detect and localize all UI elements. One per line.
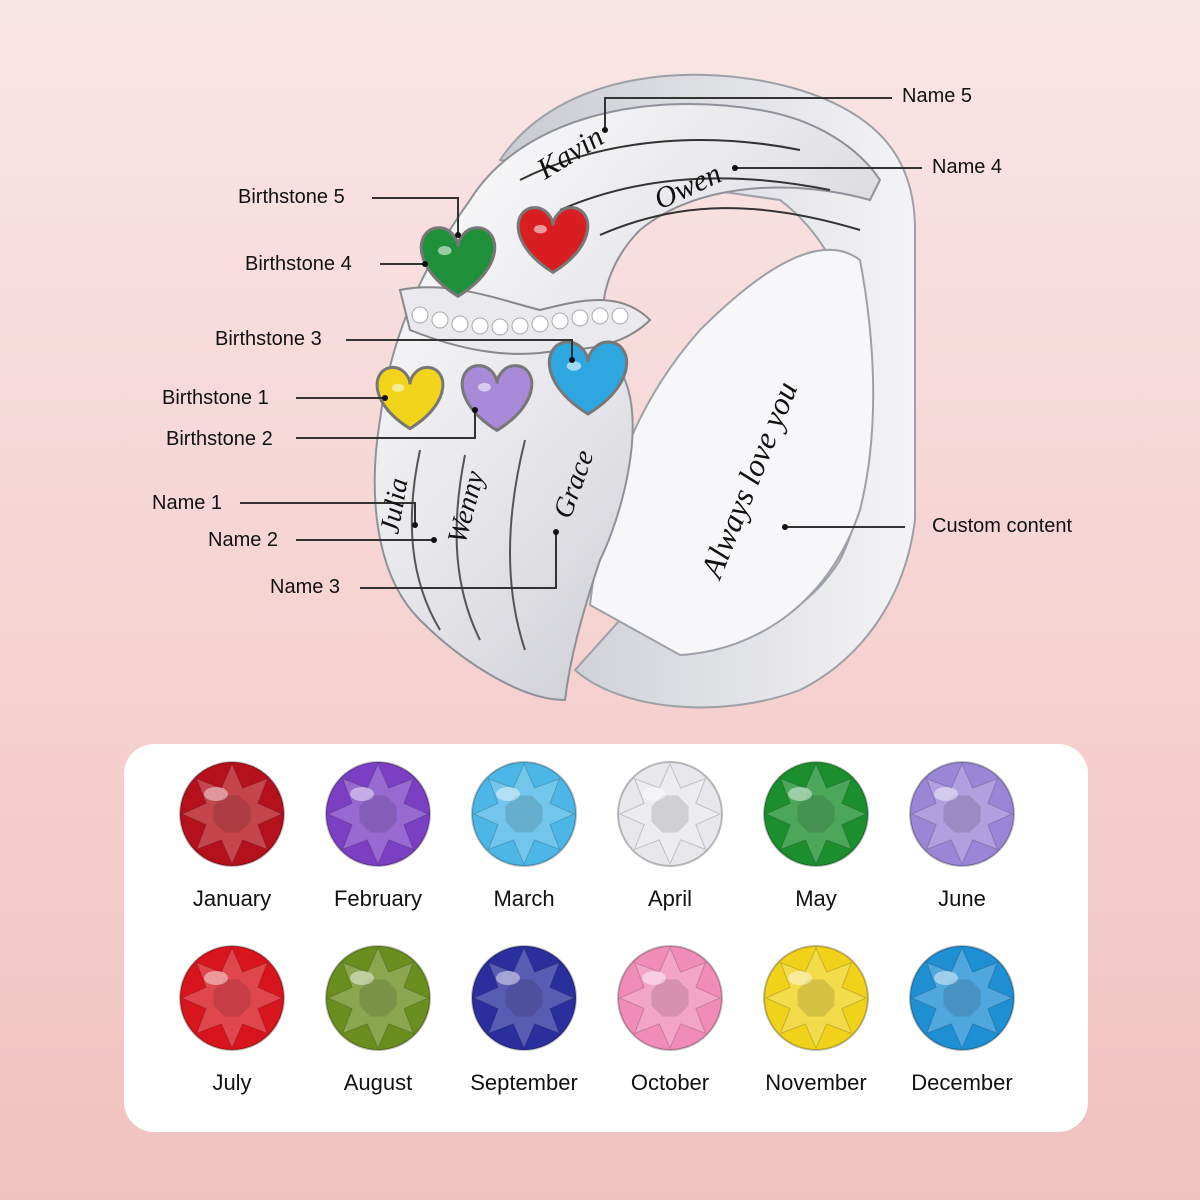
heart-stone-birthstone1-highlight — [391, 383, 405, 392]
birthstone-july: July — [162, 944, 302, 1096]
leader-lines — [240, 97, 922, 589]
callout-name2: Name 2 — [208, 529, 279, 551]
month-label: August — [343, 1070, 413, 1095]
birthstone-february: February — [308, 760, 448, 912]
heart-stone-birthstone1 — [375, 365, 445, 431]
callout-name5: Name 5 — [902, 85, 973, 107]
gem-july-icon — [179, 945, 285, 1051]
month-label: November — [765, 1070, 867, 1095]
month-label: June — [938, 886, 986, 911]
ring-illustration: Kavin Owen Julia Wenny Grace Always love… — [152, 73, 1073, 709]
ring-front-shank — [373, 103, 882, 702]
callout-name3: Name 3 — [270, 576, 341, 598]
birthstone-august: August — [308, 944, 448, 1096]
ring-inner-band — [588, 248, 875, 657]
pave-stones — [411, 306, 629, 336]
month-label: July — [212, 1070, 252, 1095]
heart-stone-birthstone5-highlight — [437, 246, 452, 256]
birthstone-april: April — [600, 760, 740, 912]
callout-birthstone4: Birthstone 4 — [245, 253, 352, 275]
groove-line — [410, 449, 441, 631]
birthstone-november: November — [746, 944, 886, 1096]
groove-line — [559, 177, 831, 211]
birthstone-june: June — [892, 760, 1032, 912]
callout-birthstone1: Birthstone 1 — [162, 387, 269, 409]
gem-november-icon — [763, 945, 869, 1051]
gem-august-icon — [325, 945, 431, 1051]
gem-january-icon — [179, 761, 285, 867]
month-label: January — [192, 886, 272, 911]
gem-may-icon — [763, 761, 869, 867]
groove-line — [599, 207, 861, 236]
groove-line — [519, 139, 801, 181]
callout-birthstone5: Birthstone 5 — [238, 186, 345, 208]
heart-stone-birthstone2-highlight — [477, 382, 491, 392]
month-label: December — [911, 1070, 1013, 1095]
heart-stone-birthstone5 — [419, 226, 497, 298]
gem-june-icon — [909, 761, 1015, 867]
month-label: March — [493, 886, 555, 911]
heart-stone-birthstone4 — [516, 206, 590, 275]
gem-april-icon — [617, 761, 723, 867]
gem-march-icon — [471, 761, 577, 867]
groove-line — [509, 439, 526, 651]
month-label: October — [630, 1070, 710, 1095]
leader-dots — [382, 127, 788, 543]
heart-stone-birthstone2 — [460, 364, 534, 433]
gem-february-icon — [325, 761, 431, 867]
gem-december-icon — [909, 945, 1015, 1051]
month-label: May — [795, 886, 837, 911]
groove-line — [455, 454, 481, 641]
callout-name1: Name 1 — [152, 492, 223, 514]
birthstone-october: October — [600, 944, 740, 1096]
callout-birthstone2: Birthstone 2 — [166, 428, 273, 450]
month-label: April — [647, 886, 692, 911]
gem-october-icon — [617, 945, 723, 1051]
callout-name4: Name 4 — [932, 156, 1003, 178]
birthstone-may: May — [746, 760, 886, 912]
birthstone-december: December — [892, 944, 1032, 1096]
ring-drawing: Kavin Owen Julia Wenny Grace Always love… — [240, 73, 922, 709]
heart-stone-birthstone4-highlight — [533, 224, 547, 234]
gem-september-icon — [471, 945, 577, 1051]
callout-birthstone3: Birthstone 3 — [215, 328, 322, 350]
heart-stone-birthstone3 — [548, 340, 628, 416]
month-label: February — [333, 886, 423, 911]
callout-custom-content: Custom content — [932, 515, 1073, 537]
birthstone-september: September — [454, 944, 594, 1096]
birthstone-january: January — [162, 760, 302, 912]
heart-stone-birthstone3-highlight — [566, 361, 582, 371]
month-label: September — [470, 1070, 578, 1095]
birthstone-march: March — [454, 760, 594, 912]
